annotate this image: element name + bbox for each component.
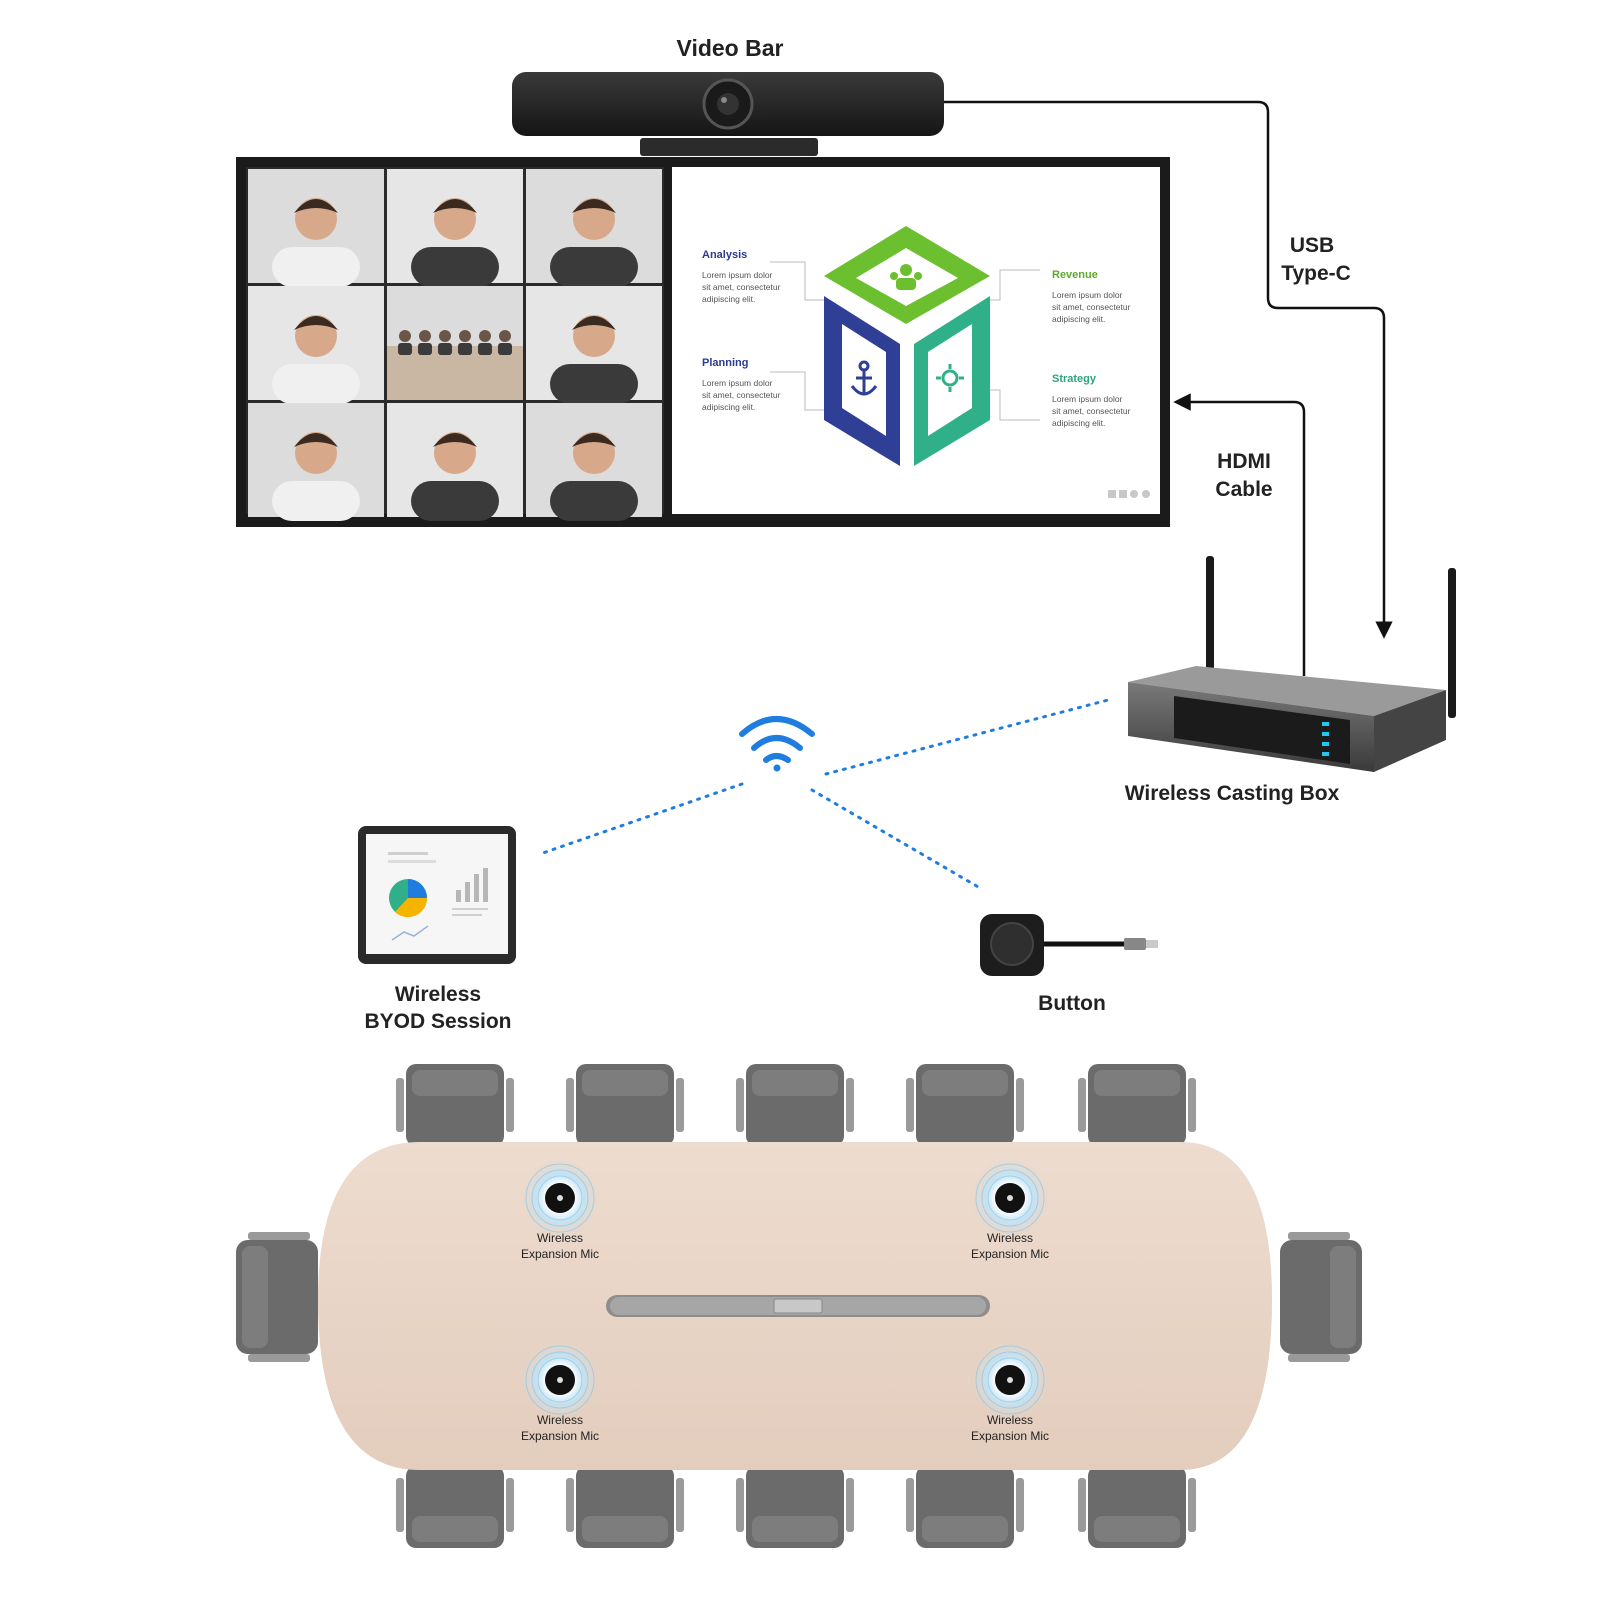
tablet-device [358, 826, 516, 964]
hdmi-label-line1: HDMI [1217, 450, 1271, 473]
usb-label-line2: Type-C [1281, 262, 1351, 285]
slide-section-analysis: Analysis Lorem ipsum dolor sit amet, con… [702, 249, 781, 304]
participant-grid [248, 169, 662, 521]
chair [1078, 1466, 1196, 1548]
display-screen [236, 157, 1170, 527]
participant-tile [387, 286, 523, 400]
svg-text:adipiscing elit.: adipiscing elit. [1052, 314, 1105, 324]
person-icon [479, 330, 491, 342]
mic-label-line1: Wireless [987, 1231, 1033, 1245]
svg-text:sit amet, consectetur: sit amet, consectetur [702, 390, 781, 400]
svg-text:Analysis: Analysis [702, 249, 747, 261]
chair [736, 1064, 854, 1146]
wireless-casting-box [1128, 556, 1456, 772]
svg-text:adipiscing elit.: adipiscing elit. [702, 294, 755, 304]
svg-text:Revenue: Revenue [1052, 269, 1098, 281]
slide-section-revenue: Revenue Lorem ipsum dolor sit amet, cons… [1052, 269, 1131, 324]
chair [236, 1232, 318, 1362]
mic-label-line2: Expansion Mic [971, 1247, 1049, 1261]
mic-label-line1: Wireless [537, 1231, 583, 1245]
byod-label-line2: BYOD Session [364, 1010, 511, 1033]
slide-content: Analysis Lorem ipsum dolor sit amet, con… [702, 226, 1150, 498]
person-icon [459, 330, 471, 342]
usb-cable [944, 100, 1393, 639]
byod-label-line1: Wireless [395, 983, 481, 1006]
svg-text:sit amet, consectetur: sit amet, consectetur [1052, 302, 1131, 312]
wifi-icon [739, 716, 815, 772]
antenna-left [1206, 556, 1214, 676]
mic-label-line2: Expansion Mic [521, 1429, 599, 1443]
people-icon [890, 264, 922, 290]
mic-label-line1: Wireless [537, 1413, 583, 1427]
anchor-icon [850, 360, 878, 396]
chair [906, 1064, 1024, 1146]
participant-tile [387, 403, 523, 521]
hdmi-cable [1173, 393, 1306, 676]
casting-box-label: Wireless Casting Box [1125, 782, 1340, 805]
participant-tile [248, 286, 384, 404]
person-icon [439, 330, 451, 342]
chair [906, 1466, 1024, 1548]
slide-section-strategy: Strategy Lorem ipsum dolor sit amet, con… [1052, 373, 1131, 428]
person-icon [399, 330, 411, 342]
chair [736, 1466, 854, 1548]
usb-label-line1: USB [1290, 234, 1334, 257]
chair [566, 1064, 684, 1146]
gear-icon [936, 364, 964, 392]
participant-tile [526, 169, 662, 287]
chairs [236, 1064, 1362, 1548]
pie-chart-icon [389, 879, 428, 918]
svg-text:Lorem ipsum dolor: Lorem ipsum dolor [1052, 290, 1123, 300]
wireless-button-dongle [980, 914, 1158, 976]
participant-tile [526, 403, 662, 521]
chair [1078, 1064, 1196, 1146]
video-bar-label: Video Bar [677, 35, 784, 61]
svg-text:sit amet, consectetur: sit amet, consectetur [1052, 406, 1131, 416]
wifi-link-byod [538, 782, 744, 856]
status-led-icon [1322, 722, 1329, 756]
video-bar [512, 72, 944, 156]
wifi-link-button [810, 788, 982, 890]
participant-tile [248, 403, 384, 521]
svg-text:sit amet, consectetur: sit amet, consectetur [702, 282, 781, 292]
chair [396, 1064, 514, 1146]
chair [1280, 1232, 1362, 1362]
svg-text:Lorem ipsum dolor: Lorem ipsum dolor [702, 270, 773, 280]
button-label: Button [1038, 992, 1106, 1015]
svg-text:adipiscing elit.: adipiscing elit. [702, 402, 755, 412]
svg-text:Strategy: Strategy [1052, 373, 1097, 385]
person-icon [419, 330, 431, 342]
chair [396, 1466, 514, 1548]
mic-label-line2: Expansion Mic [521, 1247, 599, 1261]
mic-label-line2: Expansion Mic [971, 1429, 1049, 1443]
hdmi-label-line2: Cable [1215, 478, 1272, 501]
svg-text:Lorem ipsum dolor: Lorem ipsum dolor [1052, 394, 1123, 404]
mic-label-line1: Wireless [987, 1413, 1033, 1427]
table-center-console [606, 1295, 990, 1317]
slide-section-planning: Planning Lorem ipsum dolor sit amet, con… [702, 357, 781, 412]
participant-tile [248, 169, 384, 287]
svg-text:Lorem ipsum dolor: Lorem ipsum dolor [702, 378, 773, 388]
chair [566, 1466, 684, 1548]
bar-chart-icon [456, 868, 488, 902]
svg-text:Planning: Planning [702, 357, 748, 369]
slide-pager-icon [1108, 490, 1150, 498]
cube-graphic [824, 226, 990, 466]
svg-text:adipiscing elit.: adipiscing elit. [1052, 418, 1105, 428]
participant-tile [526, 286, 662, 404]
participant-tile [387, 169, 523, 287]
person-icon [499, 330, 511, 342]
wifi-link-casting-box [824, 698, 1110, 776]
antenna-right [1448, 568, 1456, 718]
